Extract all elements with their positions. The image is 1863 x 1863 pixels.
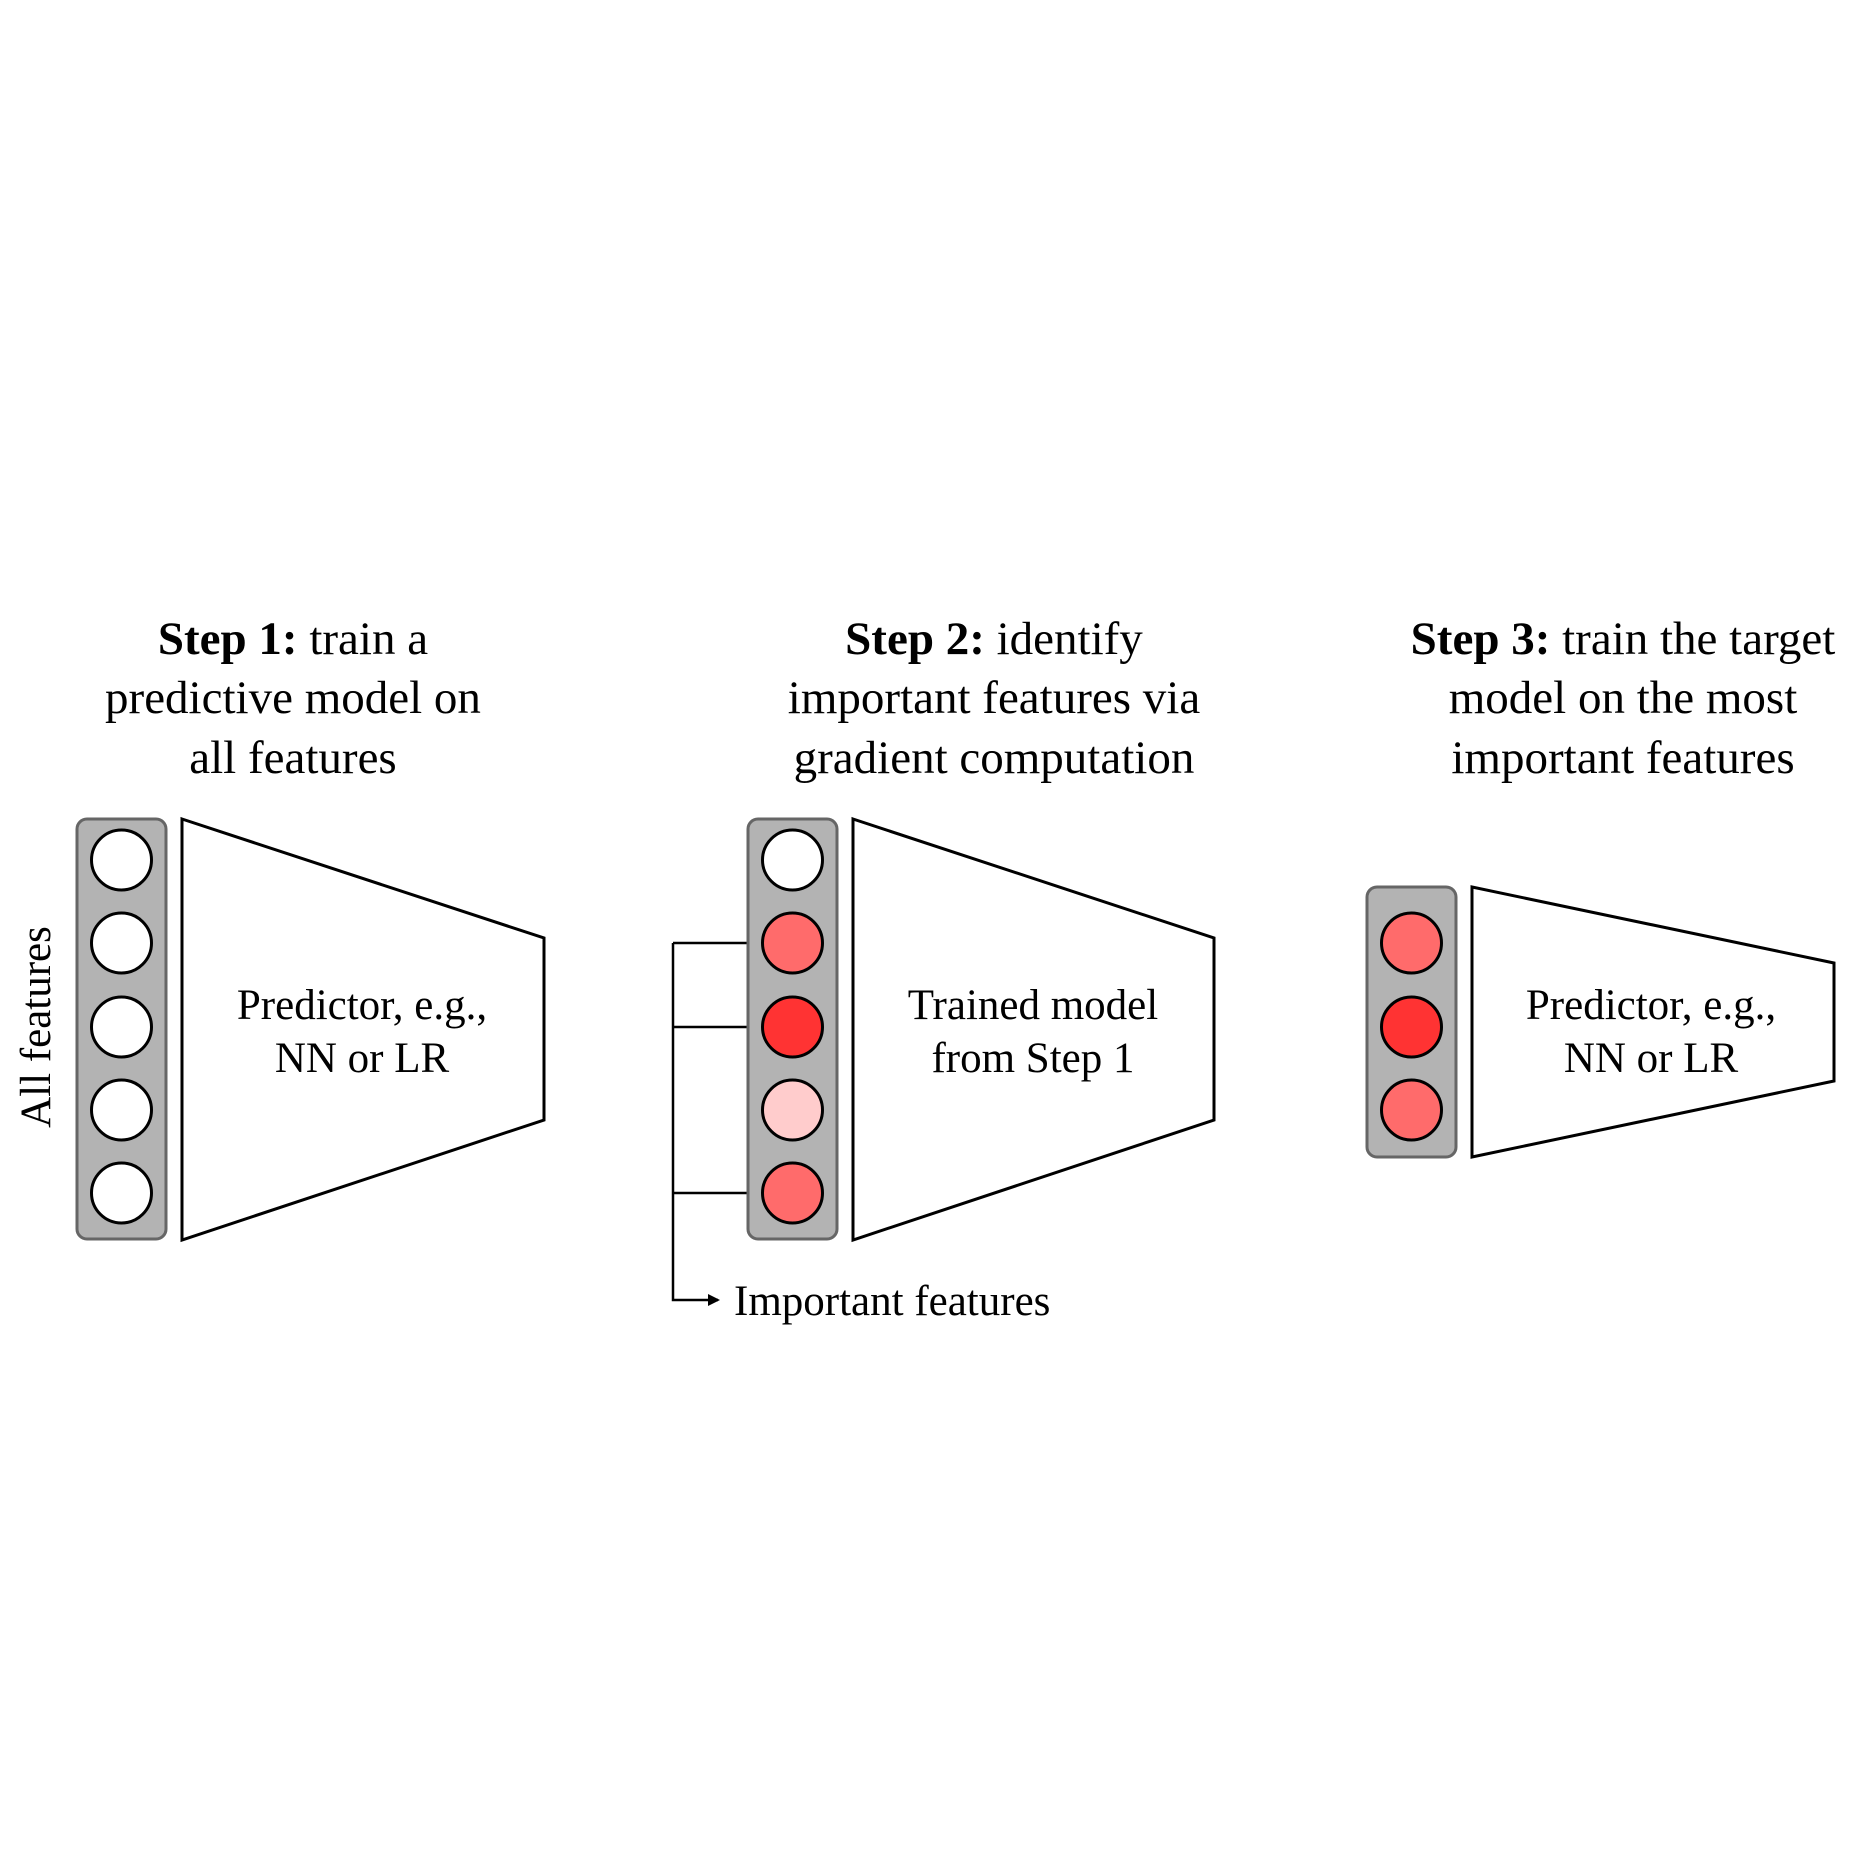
step-3-title-bold: Step 3: [1411,613,1551,665]
step-3-title: Step 3: train the target [1411,613,1836,665]
step-1-feature-node-2 [90,911,153,975]
step-3-model-block [1470,885,1836,1159]
step-2-title-bold: Step 2: [845,613,985,665]
step-3-title-line-3: important features [1451,732,1794,784]
step-1-feature-node-5 [90,1161,153,1225]
step-1-model-line-1: Predictor, e.g., [237,982,487,1029]
step-2-title-line-1: identify [985,613,1143,665]
step-2-title-line-2: important features via [788,672,1201,724]
step-2-model-line-1: Trained model [908,982,1158,1029]
step-1-feature-node-3 [90,995,153,1059]
step-3-title-line-2: model on the most [1449,672,1798,724]
step-2-feature-node-5 [761,1161,824,1225]
step-1-title-line-2: predictive model on [105,672,481,724]
step-2-feature-node-4 [761,1078,824,1142]
step-1-title-bold: Step 1: [158,613,298,665]
step-2-feature-node-3 [761,995,824,1059]
step-1-feature-node-4 [90,1078,153,1142]
important-features-label: Important features [734,1278,1050,1325]
step-2-feature-node-2 [761,911,824,975]
step-1: Step 1: train a predictive model on all … [13,613,546,1243]
step-1-model-block [180,816,546,1243]
step-3-title-line-1: train the target [1550,613,1835,665]
step-2-title-line-3: gradient computation [794,732,1195,784]
step-3: Step 3: train the target model on the mo… [1365,613,1836,1159]
step-2-model-line-2: from Step 1 [931,1035,1134,1082]
step-3-feature-node-2 [1380,995,1443,1059]
step-1-model-line-2: NN or LR [275,1035,450,1082]
step-1-feature-node-1 [90,828,153,892]
step-3-feature-node-3 [1380,1078,1443,1142]
step-3-model-line-2: NN or LR [1564,1035,1739,1082]
all-features-label: All features [13,926,60,1128]
step-1-title-line-1: train a [298,613,429,665]
step-2-feature-node-1 [761,828,824,892]
important-features-bracket [671,943,720,1306]
step-1-title: Step 1: train a [158,613,428,665]
step-3-feature-node-1 [1380,911,1443,975]
step-2-title: Step 2: identify [845,613,1143,665]
step-3-model-line-1: Predictor, e.g., [1526,982,1776,1029]
step-2: Step 2: identify important features via … [671,613,1216,1325]
step-1-title-line-3: all features [189,732,396,784]
step-2-model-block [851,816,1216,1243]
